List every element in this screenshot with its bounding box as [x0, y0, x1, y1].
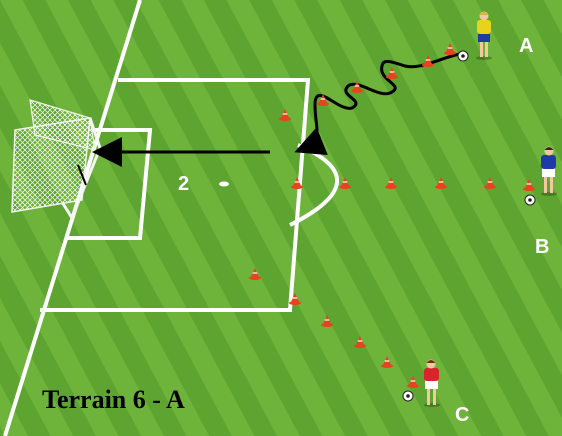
cone: [523, 179, 535, 191]
ball-b: [524, 194, 536, 206]
cone: [279, 109, 291, 121]
cones: [249, 43, 535, 388]
cone: [435, 177, 447, 189]
goal-area: [65, 128, 153, 240]
cone: [291, 177, 303, 189]
cone: [381, 356, 393, 368]
cone: [484, 177, 496, 189]
cone: [385, 177, 397, 189]
cone: [444, 43, 456, 55]
ball-c: [402, 390, 414, 402]
ball-a: [457, 50, 469, 62]
goal: [11, 99, 102, 222]
player-a-label: A: [519, 35, 533, 57]
player-c-label: C: [455, 404, 469, 426]
dribble-path: [294, 52, 461, 156]
player-b: [541, 146, 557, 196]
cone: [407, 376, 419, 388]
drill-caption: Terrain 6 - A: [42, 385, 185, 414]
cone: [321, 315, 333, 327]
balls: [402, 50, 536, 402]
player-c: [424, 359, 440, 407]
penalty-box: [40, 78, 311, 312]
cone: [422, 55, 434, 67]
cone: [339, 177, 351, 189]
cone: [386, 67, 398, 79]
cone: [351, 81, 363, 93]
cone: [289, 293, 301, 305]
cone: [249, 268, 261, 280]
cone: [317, 94, 329, 106]
player-a: [476, 11, 492, 60]
player-b-label: B: [535, 236, 549, 258]
zone-number: 2: [178, 173, 189, 195]
penalty-spot: [219, 181, 229, 187]
cone: [354, 336, 366, 348]
